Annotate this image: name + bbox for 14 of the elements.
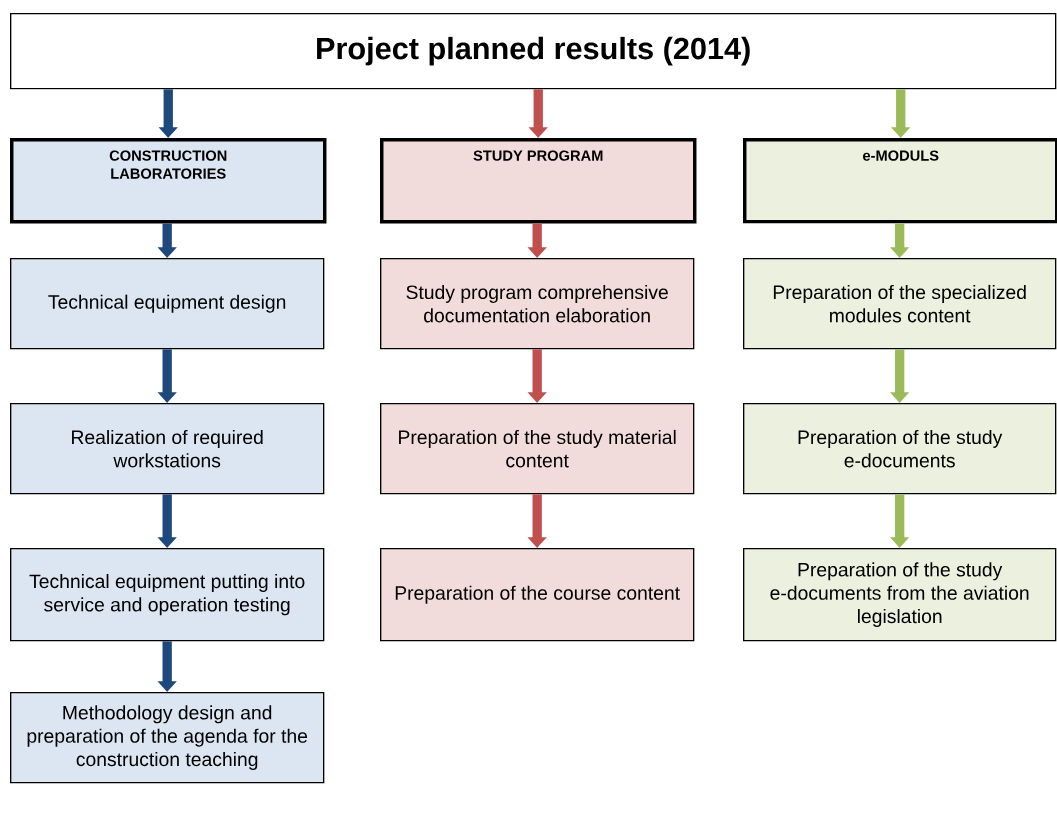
task-box: Technical equipment putting into service and operation testing [10,548,325,642]
task-box: Preparation of the specialized modules content [743,258,1057,350]
task-box: Technical equipment design [10,258,325,350]
task-box: Realization of required workstations [10,403,325,495]
task-box: Preparation of the course content [380,548,695,642]
task-box: Preparation of the study e-documents from the aviation legislation [743,548,1057,642]
task-box: Preparation of the study material content [380,403,695,495]
task-box: Study program comprehensive documentation elaboration [380,258,695,350]
task-box: Methodology design and preparation of the agenda for the construction teaching [10,692,325,784]
category-box: e-MODULS [743,138,1057,224]
category-box: CONSTRUCTION LABORATORIES [10,138,327,224]
category-box: STUDY PROGRAM [380,138,697,224]
title-box: Project planned results (2014) [10,13,1057,90]
task-box: Preparation of the study e-documents [743,403,1057,495]
